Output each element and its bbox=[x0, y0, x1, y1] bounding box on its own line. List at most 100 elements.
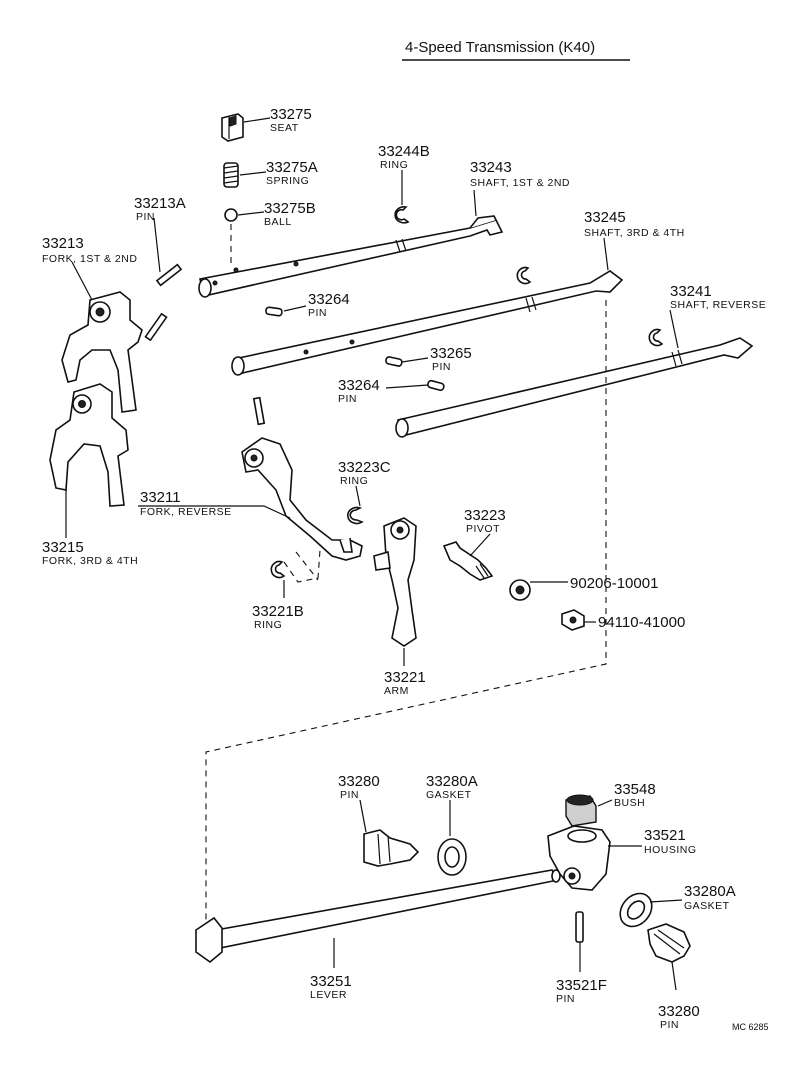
shaft-3rd-4th bbox=[231, 270, 624, 376]
pin-33265 bbox=[385, 356, 403, 367]
shaft-reverse bbox=[395, 337, 754, 438]
part-number: 33264 bbox=[308, 291, 350, 308]
fork-reverse bbox=[241, 437, 363, 561]
part-label: SEAT bbox=[270, 122, 299, 134]
callout-94110: 94110-41000 bbox=[598, 614, 685, 631]
part-label: FORK, 1ST & 2ND bbox=[42, 253, 137, 265]
callout-33280a-lower: 33280A GASKET bbox=[684, 883, 736, 912]
part-number: 33241 bbox=[670, 283, 712, 300]
part-number: 33280A bbox=[426, 773, 478, 790]
pin-33264-lower bbox=[427, 379, 445, 392]
part-label: BALL bbox=[264, 216, 292, 228]
callout-33521f: 33521F PIN bbox=[556, 977, 607, 1005]
part-number: 33215 bbox=[42, 539, 84, 556]
seat-part bbox=[221, 113, 244, 142]
pin-33213a bbox=[155, 263, 183, 287]
part-label: RING bbox=[340, 475, 368, 487]
part-number: 33265 bbox=[430, 345, 472, 362]
part-label: PIN bbox=[338, 393, 357, 405]
callout-33275b: 33275B BALL bbox=[264, 200, 316, 228]
part-number: 33264 bbox=[338, 377, 380, 394]
callout-33213: 33213 FORK, 1ST & 2ND bbox=[42, 235, 137, 265]
callout-33521: 33521 HOUSING bbox=[644, 827, 696, 856]
part-number: 90206-10001 bbox=[570, 575, 658, 592]
part-label: LEVER bbox=[310, 989, 347, 1001]
part-number: 33221 bbox=[384, 669, 426, 686]
part-number: 33245 bbox=[584, 209, 626, 226]
part-number: 33275B bbox=[264, 200, 316, 217]
ball-part bbox=[224, 208, 238, 222]
part-number: 33243 bbox=[470, 159, 512, 176]
callout-33264-upper: 33264 PIN bbox=[308, 291, 350, 319]
part-number: 33251 bbox=[310, 973, 352, 990]
fork-1st-2nd bbox=[61, 291, 143, 413]
washer-90206 bbox=[509, 579, 531, 601]
part-label: SPRING bbox=[266, 175, 309, 187]
pin-33264-upper bbox=[265, 306, 283, 317]
part-label: GASKET bbox=[684, 900, 730, 912]
housing-part bbox=[547, 825, 611, 891]
arm-part bbox=[373, 517, 417, 647]
ring-33221b bbox=[270, 560, 286, 579]
ring-33244b bbox=[394, 206, 410, 224]
part-label: ARM bbox=[384, 685, 409, 697]
callout-33221: 33221 ARM bbox=[384, 669, 426, 697]
part-label: PIN bbox=[660, 1019, 679, 1031]
bush-part bbox=[565, 794, 597, 827]
part-label: FORK, 3RD & 4TH bbox=[42, 555, 138, 567]
ring-reverse bbox=[648, 328, 664, 347]
part-label: BUSH bbox=[614, 797, 645, 809]
part-label: PIN bbox=[556, 993, 575, 1005]
callout-33223: 33223 PIVOT bbox=[464, 507, 506, 535]
callout-33243: 33243 SHAFT, 1ST & 2ND bbox=[470, 159, 570, 189]
callout-33265: 33265 PIN bbox=[430, 345, 472, 373]
part-number: 33211 bbox=[140, 489, 181, 506]
lever-part bbox=[195, 869, 561, 964]
part-number: 33548 bbox=[614, 781, 656, 798]
diagram-title: 4-Speed Transmission (K40) bbox=[405, 39, 595, 56]
gasket-33280a-lower bbox=[619, 892, 653, 928]
pin-small-fork bbox=[144, 312, 168, 342]
part-number: 33280A bbox=[684, 883, 736, 900]
callout-33275a: 33275A SPRING bbox=[266, 159, 318, 187]
callout-33221b: 33221B RING bbox=[252, 603, 304, 631]
callout-33264-lower: 33264 PIN bbox=[338, 377, 380, 405]
gasket-33280a-upper bbox=[437, 838, 467, 876]
leader-lines bbox=[65, 117, 683, 991]
spring-part bbox=[223, 162, 239, 188]
part-label: SHAFT, REVERSE bbox=[670, 299, 766, 311]
part-number: 33244B bbox=[378, 143, 430, 160]
callout-33280-lower: 33280 PIN bbox=[658, 1003, 700, 1031]
ring-3rd-4th bbox=[516, 266, 532, 285]
part-number: 33275A bbox=[266, 159, 318, 176]
part-number: 33213 bbox=[42, 235, 84, 252]
pin-33280-lower bbox=[647, 923, 691, 963]
callout-33275: 33275 SEAT bbox=[270, 106, 312, 134]
fork-3rd-4th bbox=[49, 383, 129, 507]
callout-33244b: 33244B RING bbox=[378, 143, 430, 171]
part-number: 33223C bbox=[338, 459, 391, 476]
callout-33211: 33211 FORK, REVERSE bbox=[140, 489, 231, 518]
part-label: PIN bbox=[136, 211, 155, 223]
pin-33521f bbox=[575, 911, 584, 943]
pin-reverse-fork bbox=[252, 396, 266, 426]
callout-33548: 33548 BUSH bbox=[614, 781, 656, 809]
part-number: 33221B bbox=[252, 603, 304, 620]
part-label: PIVOT bbox=[466, 523, 500, 535]
part-label: PIN bbox=[308, 307, 327, 319]
part-number: 33280 bbox=[338, 773, 380, 790]
callout-33215: 33215 FORK, 3RD & 4TH bbox=[42, 539, 138, 567]
part-label: PIN bbox=[340, 789, 359, 801]
part-number: 33213A bbox=[134, 195, 186, 212]
callout-33251: 33251 LEVER bbox=[310, 973, 352, 1001]
alignment-line-fork-arm bbox=[283, 549, 321, 583]
part-label: PIN bbox=[432, 361, 451, 373]
part-number: 33280 bbox=[658, 1003, 700, 1020]
pin-33280-upper bbox=[363, 829, 420, 867]
diagram-code: MC 6285 bbox=[732, 1022, 769, 1032]
callout-33213a: 33213A PIN bbox=[134, 195, 186, 223]
shaft-1st-2nd bbox=[198, 215, 504, 298]
part-number: 33275 bbox=[270, 106, 312, 123]
part-label: SHAFT, 3RD & 4TH bbox=[584, 227, 685, 239]
